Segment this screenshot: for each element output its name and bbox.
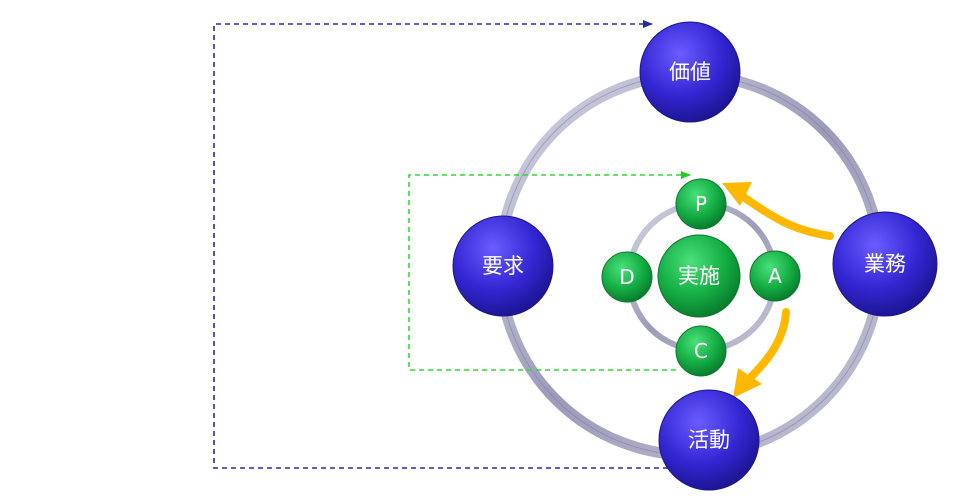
outer-node-right-label: 業務 <box>864 252 906 276</box>
outer-node-top-label: 価値 <box>669 60 711 84</box>
outer-feedback-arrow <box>213 20 668 469</box>
outer-node-top: 価値 <box>639 21 741 123</box>
outer-node-right: 業務 <box>832 211 938 317</box>
cycle-arrow-a-to-c <box>733 308 790 398</box>
outer-node-bottom: 活動 <box>658 389 760 491</box>
cycle-arrow-a-to-p <box>722 182 834 240</box>
inner-node-c: C <box>675 325 727 377</box>
inner-node-p: P <box>675 178 727 230</box>
outer-node-left: 要求 <box>452 215 554 317</box>
inner-node-d: D <box>601 251 653 303</box>
inner-node-a: A <box>749 250 801 302</box>
outer-node-bottom-label: 活動 <box>688 428 730 452</box>
inner-node-c-label: C <box>694 339 708 363</box>
inner-node-d-label: D <box>619 265 634 289</box>
inner-node-p-label: P <box>695 192 707 216</box>
outer-node-left-label: 要求 <box>482 254 524 278</box>
center-node-label: 実施 <box>678 264 720 288</box>
inner-feedback-arrow <box>408 171 691 371</box>
inner-node-a-label: A <box>768 264 782 288</box>
center-node: 実施 <box>657 234 741 318</box>
